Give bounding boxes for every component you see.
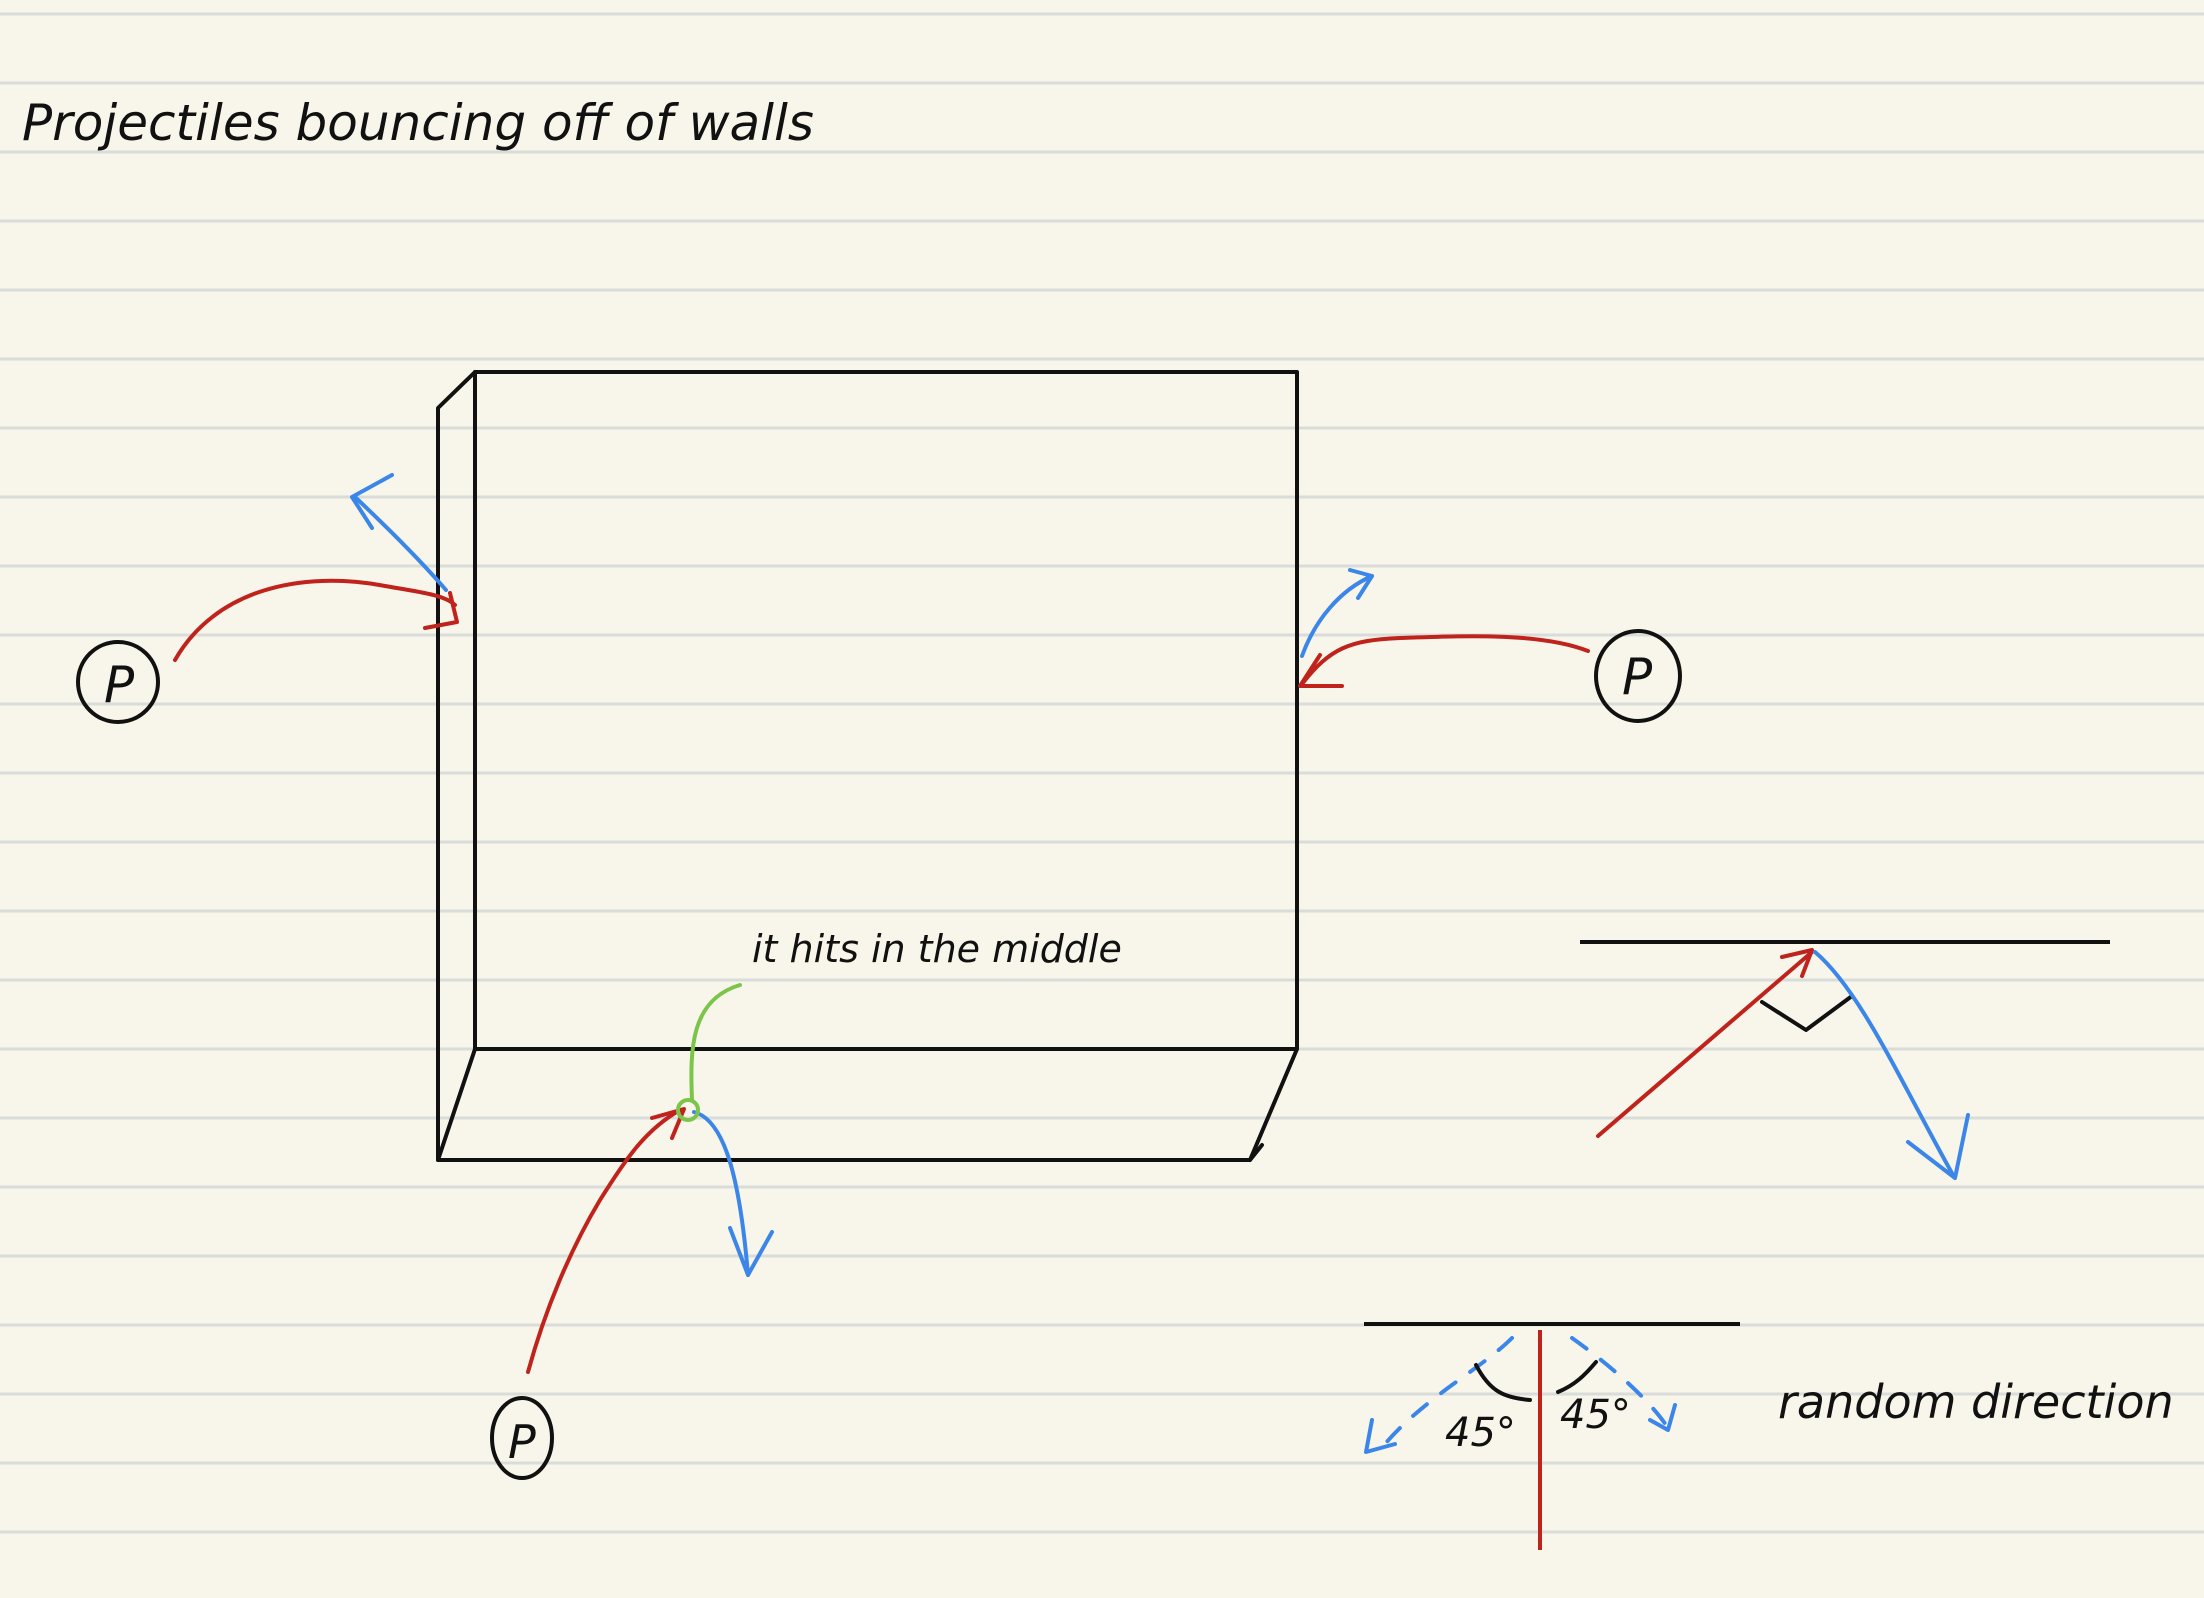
angle-label-left: 45°	[1445, 1410, 1516, 1456]
arrowhead-icon	[423, 591, 459, 630]
random-direction-diagram: 45° 45° random direction	[1364, 1322, 2174, 1550]
arrowhead-icon	[1906, 1113, 1970, 1180]
arrowhead-icon	[350, 473, 394, 530]
angle-label-right: 45°	[1560, 1392, 1631, 1438]
wall-bottom-corner	[1248, 1143, 1264, 1162]
wall-front-face	[473, 370, 1299, 1051]
arrowhead-icon	[650, 1107, 686, 1140]
reflection-diagram	[1580, 940, 2110, 1180]
circled-p-icon	[76, 640, 160, 724]
incoming-path-right	[1300, 634, 1590, 686]
projectile-right: P	[1594, 629, 1682, 723]
arrowhead-icon	[1364, 1418, 1397, 1454]
incoming-path-left	[173, 578, 457, 662]
circled-p-icon	[490, 1396, 554, 1480]
outgoing-path-left	[353, 495, 448, 592]
arrowhead-icon	[1348, 568, 1374, 600]
page-title: Projectiles bouncing off of walls	[22, 94, 814, 152]
hit-point-marker	[676, 1098, 700, 1122]
projectile-label: P	[508, 1415, 536, 1469]
wall-box	[436, 370, 1299, 1162]
outgoing-path-right	[1300, 574, 1374, 658]
circled-p-icon	[1594, 629, 1682, 723]
dashed-direction-right	[1570, 1336, 1670, 1430]
arrowhead-icon	[728, 1226, 774, 1277]
angle-arc-left	[1474, 1363, 1532, 1402]
ruled-lines	[0, 12, 2204, 1534]
wall-left-side	[436, 370, 477, 1162]
arrowhead-icon	[1780, 948, 1814, 978]
arrowhead-icon	[1648, 1403, 1677, 1432]
outgoing-ray	[1813, 950, 1955, 1177]
arrowhead-icon	[1298, 653, 1344, 688]
outgoing-path-bottom	[692, 1110, 750, 1277]
projectile-left: P	[76, 640, 160, 724]
projectile-bottom: P	[490, 1396, 554, 1480]
projectile-label: P	[1622, 648, 1653, 706]
incoming-ray	[1596, 950, 1814, 1138]
incoming-path-bottom	[526, 1108, 682, 1374]
projectile-label: P	[104, 656, 135, 714]
annotation-pointer	[689, 983, 742, 1102]
dashed-direction-left	[1378, 1336, 1514, 1452]
right-angle-mark	[1760, 994, 1854, 1032]
annotation-text: it hits in the middle	[752, 927, 1122, 971]
random-direction-label: random direction	[1778, 1375, 2174, 1429]
angle-arc-right	[1556, 1360, 1598, 1394]
